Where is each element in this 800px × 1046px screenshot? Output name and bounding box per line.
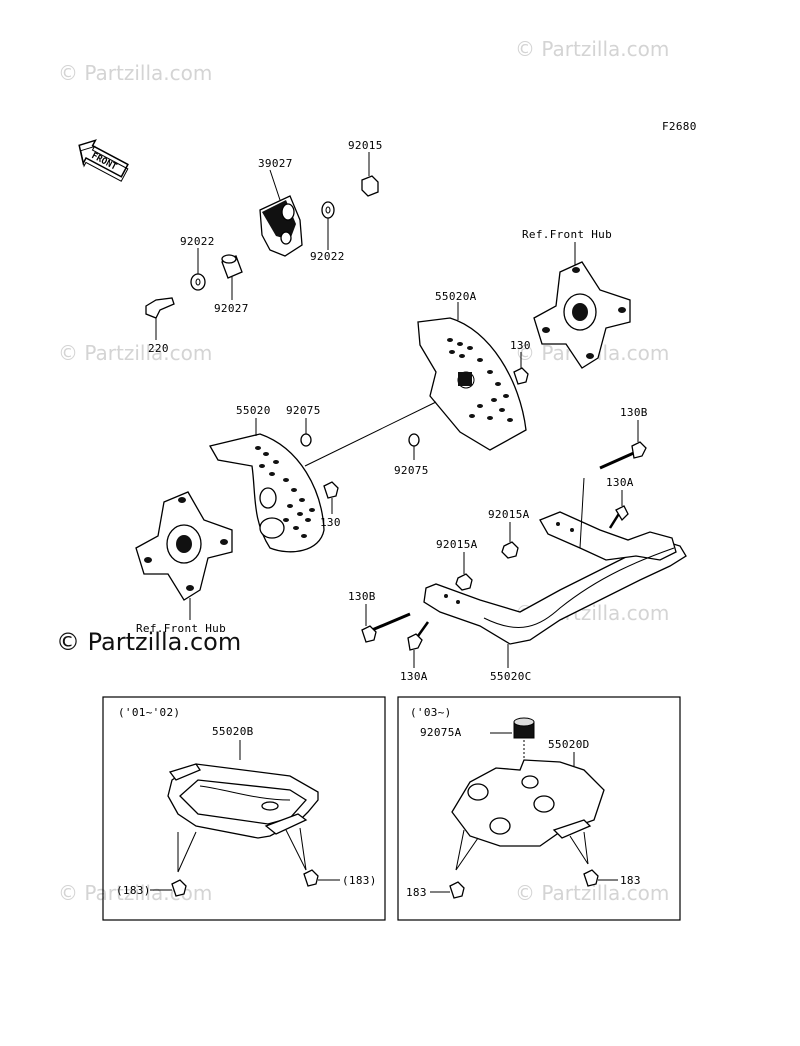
label-130a-bottom: 130A <box>400 670 428 683</box>
part-92022-right <box>321 201 335 250</box>
label-55020: 55020 <box>236 404 271 417</box>
part-130b-right <box>599 420 647 470</box>
label-92075-mid: 92075 <box>394 464 429 477</box>
label-92027: 92027 <box>214 302 249 315</box>
part-92015a-lower <box>455 552 473 591</box>
front-arrow-icon: FRONT <box>78 139 129 182</box>
part-55020c <box>423 477 687 668</box>
part-92015 <box>361 152 379 197</box>
part-220 <box>145 297 175 340</box>
label-183-box2-right: 183 <box>620 874 641 887</box>
label-92022-right: 92022 <box>310 250 345 263</box>
label-130-top: 130 <box>510 339 531 352</box>
label-130a-right: 130A <box>606 476 634 489</box>
front-hub-bottom <box>135 491 233 620</box>
part-55020 <box>209 418 325 553</box>
part-92075a <box>513 717 535 739</box>
label-92015a-upper: 92015A <box>488 508 530 521</box>
label-year-01-02: ('01~'02) <box>118 706 180 719</box>
part-92027 <box>221 254 243 300</box>
label-92015a-lower: 92015A <box>436 538 478 551</box>
label-55020b: 55020B <box>212 725 254 738</box>
variant-box-01-02: ('01~'02) 55020B (183) (183) <box>102 696 386 921</box>
label-183-right: (183) <box>342 874 377 887</box>
part-55020a <box>417 302 527 451</box>
variant-box-03: ('03~) 92075A 55020D 183 183 <box>397 696 681 921</box>
watermark: © Partzilla.com <box>58 341 212 365</box>
part-130-left <box>323 481 339 514</box>
label-92015: 92015 <box>348 139 383 152</box>
part-92075-mid <box>408 433 420 460</box>
label-183-left: (183) <box>116 884 151 897</box>
label-130b-left: 130B <box>348 590 376 603</box>
part-130b-left <box>361 604 411 643</box>
diagram-code: F2680 <box>662 120 697 133</box>
watermark: © Partzilla.com <box>58 881 212 905</box>
label-220: 220 <box>148 342 169 355</box>
front-hub-top <box>533 261 631 369</box>
watermark-main: © Partzilla.com <box>56 628 241 656</box>
label-92075-left: 92075 <box>286 404 321 417</box>
part-92022-left <box>190 248 206 291</box>
watermark: © Partzilla.com <box>58 61 212 85</box>
part-130-top <box>513 352 529 385</box>
label-130b-right: 130B <box>620 406 648 419</box>
label-year-03: ('03~) <box>410 706 452 719</box>
part-130a-right <box>608 490 629 529</box>
label-55020c: 55020C <box>490 670 532 683</box>
label-ref-front-hub-top: Ref.Front Hub <box>522 228 612 241</box>
part-92015a-upper <box>501 522 519 559</box>
label-39027: 39027 <box>258 157 293 170</box>
part-39027 <box>259 169 303 257</box>
label-183-box2-left: 183 <box>406 886 427 899</box>
label-92022-left: 92022 <box>180 235 215 248</box>
label-55020d: 55020D <box>548 738 590 751</box>
label-92075a: 92075A <box>420 726 462 739</box>
watermark: © Partzilla.com <box>515 37 669 61</box>
label-55020a: 55020A <box>435 290 477 303</box>
label-ref-front-hub-bottom: Ref.Front Hub <box>136 622 226 635</box>
part-92075-left <box>300 418 312 447</box>
part-130a-bottom <box>407 621 430 668</box>
label-130-left: 130 <box>320 516 341 529</box>
